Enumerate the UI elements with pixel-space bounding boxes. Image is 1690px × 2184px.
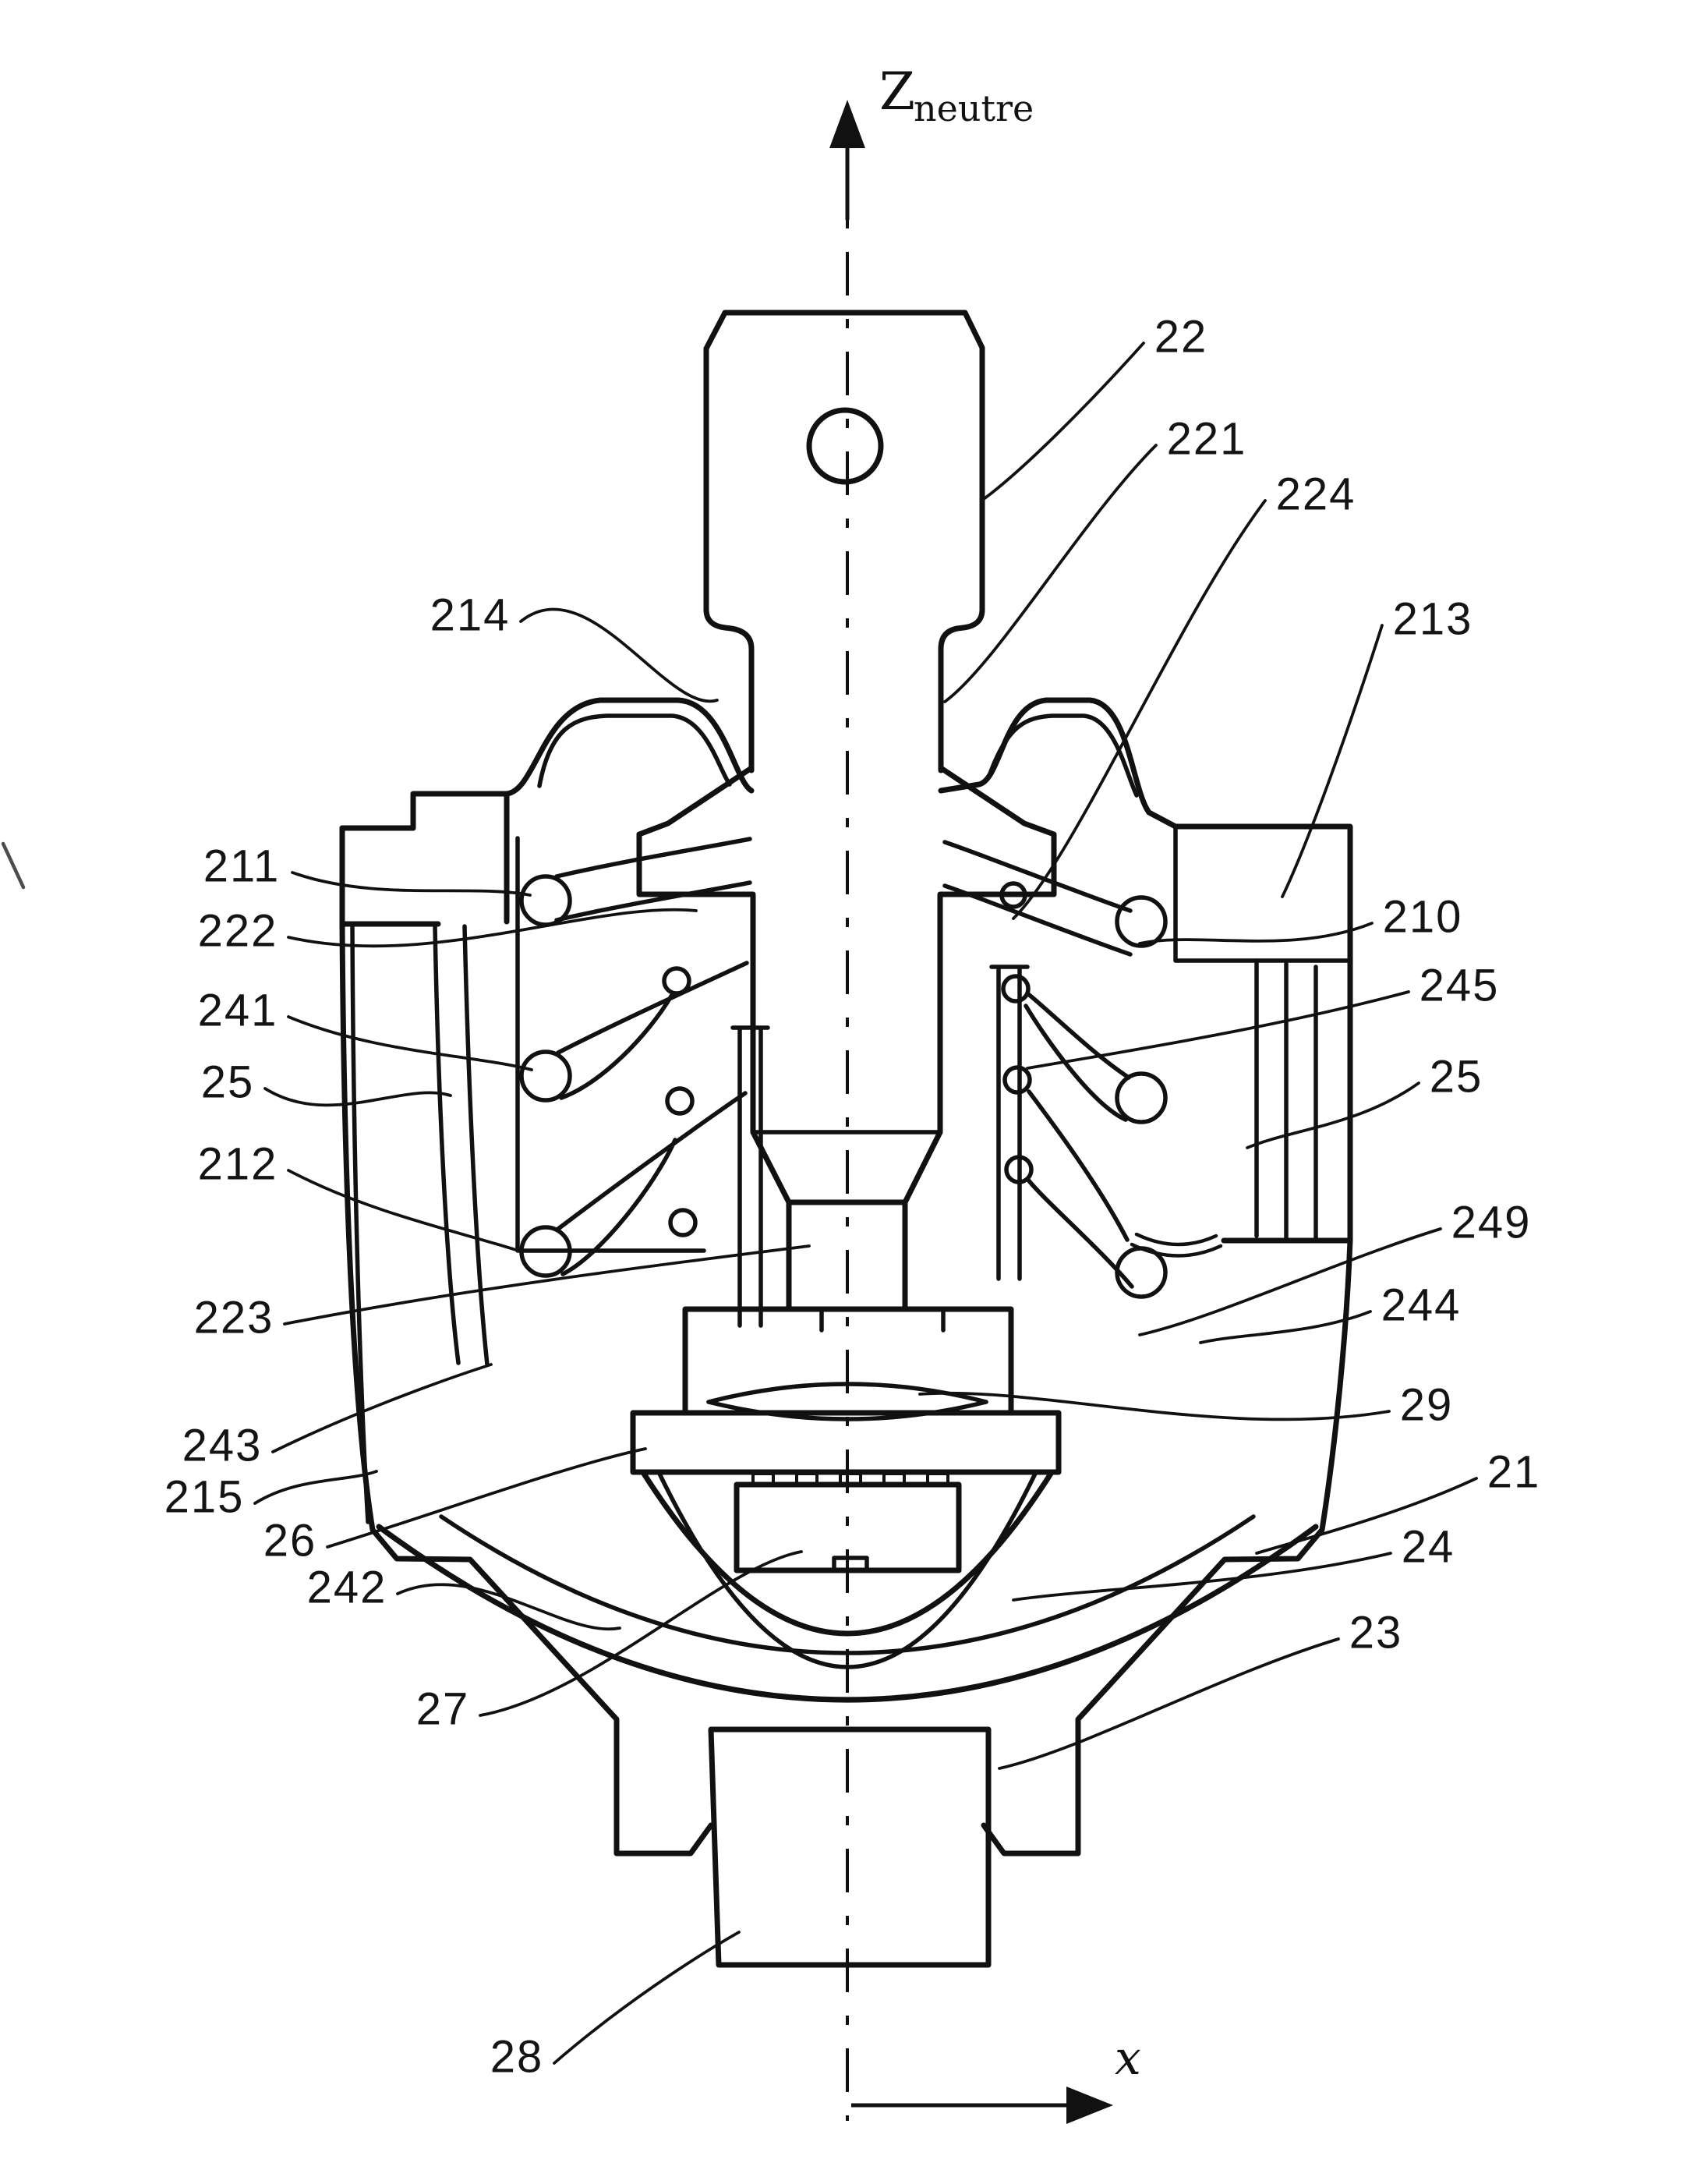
ref-label-249: 249 <box>1451 1197 1532 1248</box>
spring-right <box>942 840 1168 1299</box>
leader-line-29 <box>918 1391 1391 1421</box>
ref-label-241: 241 <box>198 985 278 1035</box>
right-flange-block <box>1130 823 1353 1258</box>
ref-label-223: 223 <box>194 1292 274 1343</box>
ref-label-25: 25 <box>201 1057 255 1107</box>
leader-line-26 <box>326 1447 647 1549</box>
leader-line-27 <box>479 1550 803 1717</box>
ref-label-24: 24 <box>1402 1521 1455 1572</box>
leader-line-249 <box>1138 1227 1442 1336</box>
ref-label-22: 22 <box>1154 311 1208 362</box>
ref-label-222: 222 <box>198 905 278 956</box>
left-wall-and-foot <box>339 921 714 1857</box>
leader-line-222 <box>287 908 698 948</box>
leader-lines-layer <box>253 342 1478 2065</box>
svg-text:x: x <box>1115 2031 1141 2086</box>
ref-label-212: 212 <box>198 1138 278 1189</box>
leader-line-211 <box>291 871 532 897</box>
ref-label-221: 221 <box>1167 413 1247 464</box>
leader-line-25 <box>263 1087 452 1107</box>
ref-label-27: 27 <box>416 1683 470 1734</box>
leader-line-23 <box>998 1637 1340 1770</box>
inner-sleeves <box>730 965 1030 1328</box>
ref-label-23: 23 <box>1349 1607 1403 1658</box>
leader-line-28 <box>553 1931 741 2065</box>
piston-hat-and-plate <box>630 1306 1062 1485</box>
leader-line-25 <box>1246 1081 1420 1149</box>
leader-line-214 <box>519 607 719 703</box>
housing-cap <box>339 697 1179 927</box>
ref-label-214: 214 <box>430 589 511 640</box>
ref-label-210: 210 <box>1383 891 1463 942</box>
leader-line-242 <box>396 1583 621 1631</box>
leader-line-213 <box>1281 624 1384 898</box>
bell-skirt-arcs <box>376 1514 1319 1703</box>
leader-line-224 <box>1012 499 1267 920</box>
svg-text:neutre: neutre <box>914 87 1034 129</box>
ref-label-211: 211 <box>203 841 280 891</box>
ref-label-29: 29 <box>1400 1379 1454 1430</box>
clevis-tab <box>703 310 985 773</box>
right-wall-and-foot <box>981 1237 1353 1857</box>
leader-line-24 <box>1012 1552 1392 1602</box>
z-axis-arrow <box>829 100 865 220</box>
leader-line-223 <box>283 1244 811 1326</box>
ref-label-243: 243 <box>182 1420 263 1471</box>
leader-line-243 <box>271 1363 493 1453</box>
ref-label-245: 245 <box>1420 960 1500 1011</box>
leader-line-221 <box>943 444 1158 703</box>
ref-label-213: 213 <box>1393 593 1473 644</box>
svg-text:Z: Z <box>879 62 915 122</box>
leader-line-21 <box>1255 1477 1478 1555</box>
x-axis-arrow <box>851 2087 1113 2124</box>
x-axis-label: x <box>1115 2031 1141 2086</box>
ref-label-244: 244 <box>1381 1280 1462 1330</box>
z-axis-label: Z neutre <box>879 62 1034 129</box>
leader-line-245 <box>1026 990 1410 1070</box>
leader-line-22 <box>982 342 1145 501</box>
ref-label-25: 25 <box>1430 1051 1483 1102</box>
leader-line-212 <box>287 1169 522 1253</box>
reference-labels-layer: 22 221 224 213 214 211 222 210 245 241 25 25 212 249 2… <box>164 311 1541 2082</box>
mount-block <box>688 1726 1006 1968</box>
clevis-hole <box>806 407 884 485</box>
ref-label-26: 26 <box>263 1515 317 1566</box>
ref-label-21: 21 <box>1487 1446 1541 1497</box>
spring-left <box>515 836 752 1278</box>
bowl-and-magnet <box>641 1471 1054 1669</box>
leader-line-241 <box>287 1015 533 1071</box>
ref-label-224: 224 <box>1276 469 1356 519</box>
ref-label-28: 28 <box>490 2031 544 2082</box>
leader-line-210 <box>1138 922 1374 945</box>
ref-label-215: 215 <box>164 1471 245 1522</box>
leader-line-215 <box>253 1470 378 1505</box>
ref-label-242: 242 <box>307 1562 387 1612</box>
scratch-mark <box>1 841 26 890</box>
leader-line-244 <box>1199 1310 1372 1344</box>
